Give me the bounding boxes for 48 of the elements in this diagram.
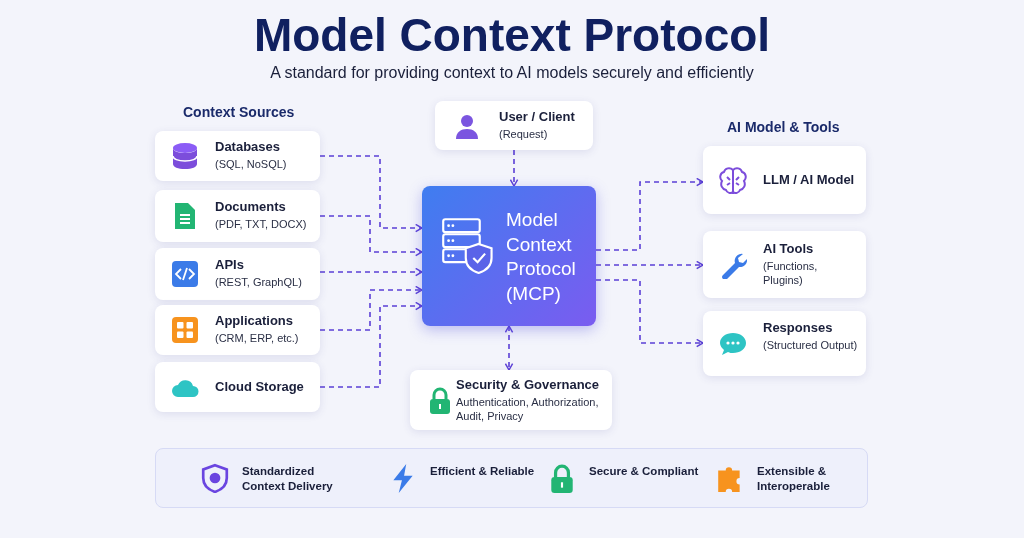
section-heading: AI Model & Tools [727,119,840,135]
card-description: (REST, GraphQL) [215,275,303,289]
dashed-arrow [595,177,704,251]
feature-text: Standardized Context Delivery [242,464,334,494]
source-card [703,311,866,376]
subtitle: A standard for providing context to AI models securely and efficiently [269,64,755,82]
source-card [410,370,612,430]
section-heading: Context Sources [183,104,295,120]
card-title: APIs [215,257,245,272]
feature-text: Efficient & Reliable [430,464,536,479]
card-title: Responses [763,319,834,335]
dashed-arrow [319,215,423,257]
card-description: (Functions, Plugins) [763,258,819,287]
feature-text: Extensible & Interoperable [757,464,831,494]
title: Model Context Protocol [252,8,772,62]
source-card [703,146,866,214]
card-description: Authentication, Authorization, Audit, Privacy [456,395,600,423]
card-title: Documents [215,199,287,214]
card-title: Cloud Storage [215,379,305,394]
source-card [155,362,320,412]
protocol-title: Model Context Protocol (MCP) [506,208,577,306]
feature-text: Secure & Compliant [589,464,699,479]
dashed-arrow [319,155,423,233]
card-title: LLM / AI Model [763,172,856,187]
card-title: Security & Governance [456,377,601,392]
card-description: (PDF, TXT, DOCX) [215,217,308,231]
card-title: Applications [215,313,294,328]
card-description: (Request) [499,126,549,141]
card-description: (CRM, ERP, etc.) [215,331,300,345]
dashed-arrow [319,267,423,277]
dashed-arrow [504,325,514,371]
dashed-arrow [595,260,704,270]
source-card [155,305,320,355]
dashed-arrow [509,149,519,187]
dashed-arrow [319,285,423,331]
card-description: (SQL, NoSQL) [215,157,288,171]
source-card [155,131,320,181]
dashed-arrow [319,301,423,388]
card-description: (Structured Output) [763,337,859,352]
card-title: User / Client [499,108,576,124]
source-card [155,190,320,242]
card-title: AI Tools [763,240,815,256]
dashed-arrow [595,279,704,348]
card-title: Databases [215,139,282,154]
source-card [155,248,320,300]
source-card [703,231,866,298]
protocol-box [422,186,596,326]
source-card [435,101,593,150]
